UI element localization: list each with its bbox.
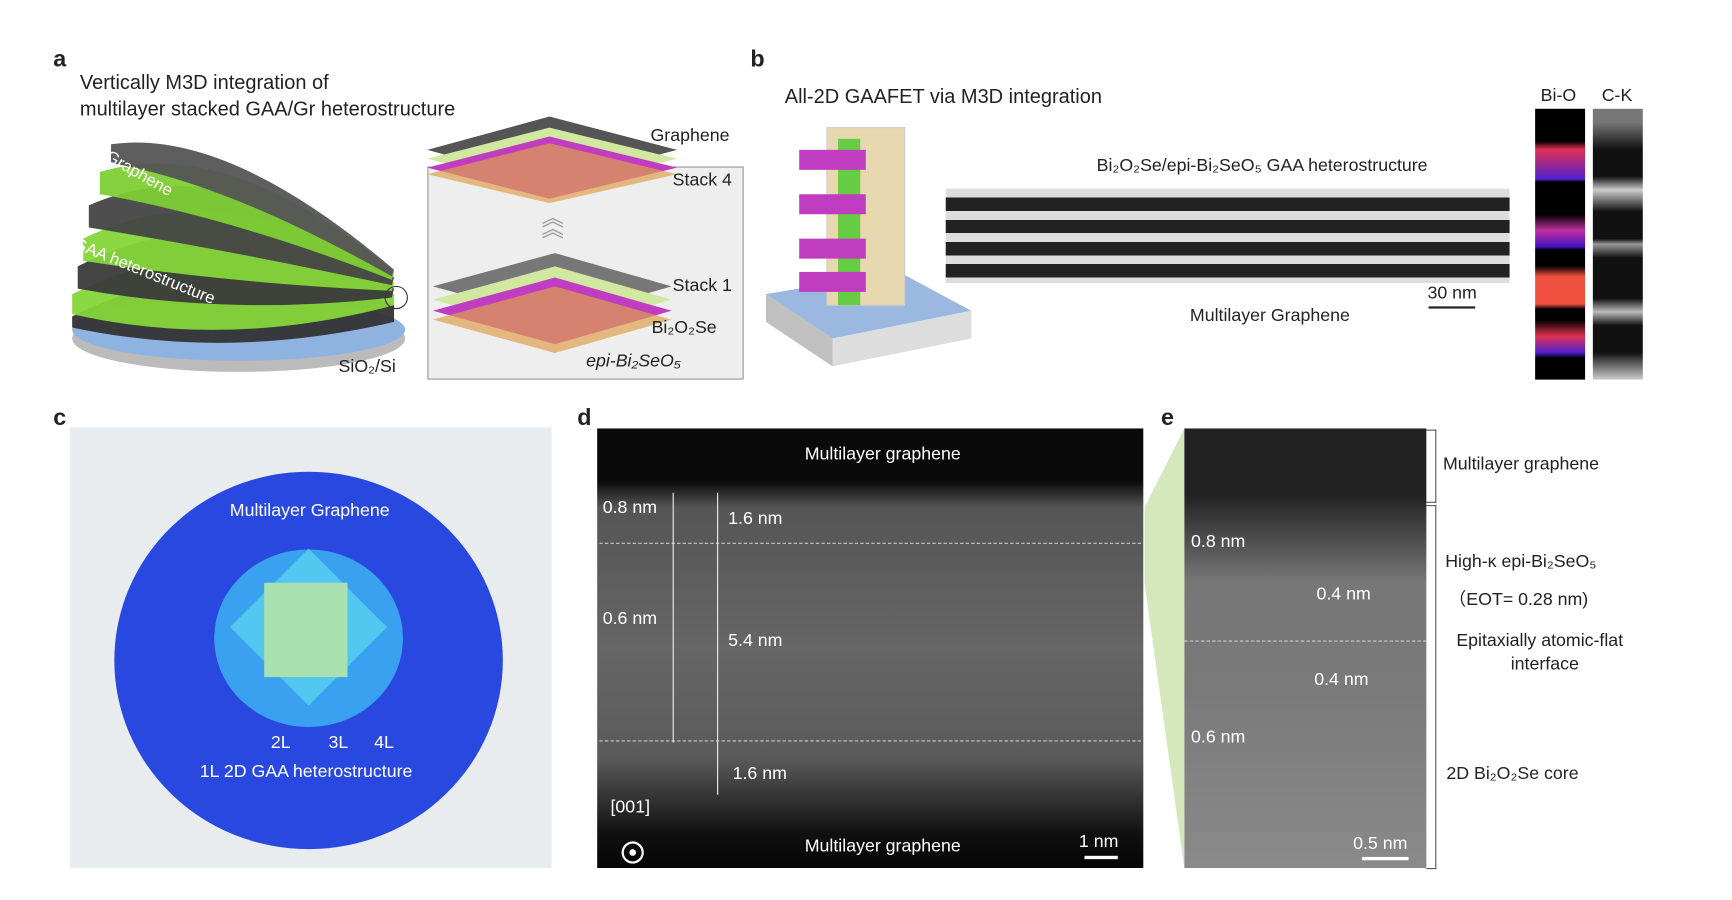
gaa-heterostructure-label: Bi₂O₂Se/epi-Bi₂SeO₅ GAA heterostructure (1096, 156, 1428, 176)
e-scale-bar: 0.5 nm (1353, 834, 1408, 854)
d-54nm: 5.4 nm (728, 631, 783, 651)
e-interface-label-1: Epitaxially atomic-flat (1456, 631, 1624, 651)
scale-bar-30nm: 30 nm (1427, 284, 1477, 304)
d-16nm-bottom: 1.6 nm (732, 764, 787, 784)
d-top-label: Multilayer graphene (804, 445, 961, 464)
gaafet-device-illustration (765, 127, 972, 367)
zone-axis-label: [001] (610, 798, 651, 817)
d-scale-line (1084, 855, 1118, 860)
measure-line-right (717, 492, 719, 795)
bio-map-label: Bi-O (1540, 86, 1577, 106)
stack-graphene-label: Graphene (650, 126, 730, 146)
region-bracket-structure (1426, 505, 1437, 870)
stack-4-illustration (427, 116, 678, 204)
bi2o2se-label: Bi₂O₂Se (651, 318, 717, 338)
layer-3l-label: 3L (328, 733, 349, 753)
zone-axis-icon (621, 841, 644, 864)
e-scale-line (1361, 856, 1409, 861)
wafer-photo (69, 427, 552, 869)
upward-chevrons-icon: ︽︽ (541, 206, 564, 242)
bio-eels-map (1535, 108, 1586, 380)
layer-1l-label: 1L 2D GAA heterostructure (199, 762, 413, 782)
interface-line-top (599, 542, 1142, 544)
interface-line-bottom (599, 740, 1142, 742)
measure-line-left (672, 492, 674, 743)
e-04nm-top: 0.4 nm (1316, 584, 1371, 604)
e-interface-label-2: interface (1510, 654, 1579, 674)
zoom-connector (1144, 428, 1185, 869)
e-eot-label: （EOT= 0.28 nm) (1448, 590, 1589, 610)
ck-eels-map (1592, 108, 1643, 380)
panel-c-label: c (53, 405, 67, 431)
layer-2l-label: 2L (270, 733, 291, 753)
d-bottom-label: Multilayer graphene (804, 836, 961, 856)
panel-b-title: All-2D GAAFET via M3D integration (784, 85, 1102, 108)
e-06nm: 0.6 nm (1191, 728, 1246, 748)
d-06nm: 0.6 nm (602, 609, 658, 629)
e-08nm: 0.8 nm (1191, 532, 1246, 552)
e-graphene-label: Multilayer graphene (1443, 455, 1599, 474)
tem-cross-section-image (945, 188, 1510, 284)
substrate-label: SiO₂/Si (338, 357, 396, 377)
stack-1-illustration (432, 253, 672, 353)
d-08nm: 0.8 nm (602, 498, 658, 518)
stack-4-label: Stack 4 (672, 170, 732, 190)
panel-a-title-2: multilayer stacked GAA/Gr heterostructur… (79, 97, 456, 120)
haadf-stem-image-e (1184, 428, 1427, 869)
panel-d-label: d (577, 405, 592, 431)
panel-b-label: b (750, 46, 765, 73)
d-scale-bar: 1 nm (1078, 832, 1119, 852)
panel-a-label: a (53, 46, 67, 73)
e-04nm-bottom: 0.4 nm (1314, 670, 1369, 690)
region-bracket-graphene (1426, 429, 1437, 503)
epi-label: epi-Bi₂SeO₅ (586, 351, 681, 371)
scale-bar-line (1428, 306, 1476, 309)
wafer-graphene-label-c: Multilayer Graphene (229, 501, 390, 521)
stacked-wafer-illustration (72, 142, 408, 372)
e-core-label: 2D Bi₂O₂Se core (1446, 764, 1579, 784)
multilayer-graphene-label: Multilayer Graphene (1189, 306, 1350, 326)
layer-4l-label: 4L (374, 733, 394, 753)
stack-1-label: Stack 1 (672, 276, 732, 296)
e-highk-label: High-κ epi-Bi₂SeO₅ (1445, 552, 1597, 572)
ck-map-label: C-K (1601, 86, 1633, 106)
haadf-stem-image-d (597, 428, 1144, 869)
panel-e-label: e (1161, 405, 1175, 431)
panel-a-title-1: Vertically M3D integration of (79, 71, 329, 94)
d-16nm-top: 1.6 nm (728, 509, 783, 529)
e-interface-line (1184, 640, 1427, 642)
